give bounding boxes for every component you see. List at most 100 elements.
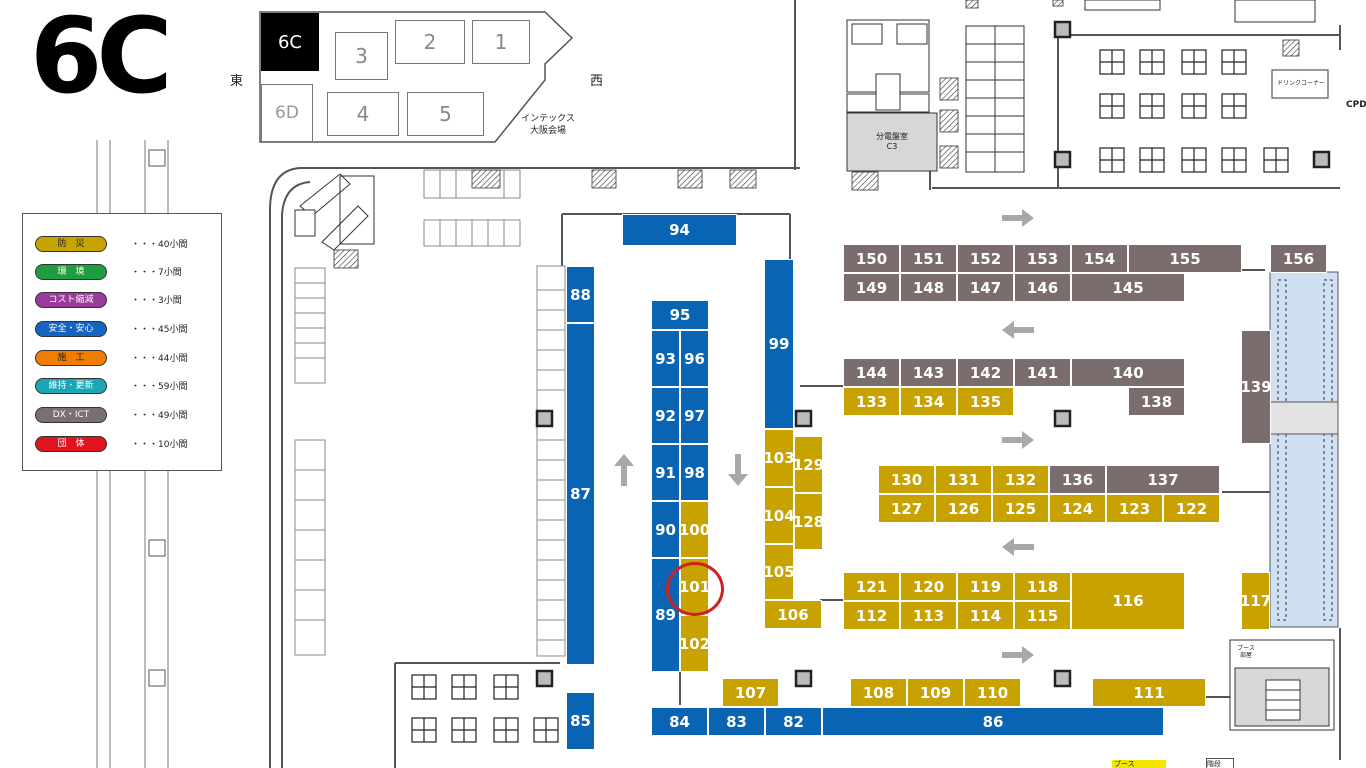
- booth-106[interactable]: 106: [764, 600, 822, 629]
- booth-87[interactable]: 87: [566, 323, 595, 665]
- booth-138[interactable]: 138: [1128, 387, 1185, 416]
- booth-94[interactable]: 94: [622, 214, 737, 246]
- booth-146[interactable]: 146: [1014, 273, 1071, 302]
- category-legend: 防 災 ・・・40小間 環 境 ・・・7小間 コスト縮減 ・・・3小間 安全・安…: [22, 213, 222, 471]
- arrow-left-icon: [1002, 538, 1034, 556]
- hall-3[interactable]: 3: [335, 32, 388, 80]
- booth-122[interactable]: 122: [1163, 494, 1220, 523]
- legend-swatch: コスト縮減: [35, 292, 107, 308]
- booth-155[interactable]: 155: [1128, 244, 1242, 273]
- arrow-right-icon: [1002, 431, 1034, 449]
- booth-119[interactable]: 119: [957, 572, 1014, 601]
- west-label: 西: [590, 74, 604, 89]
- booth-127[interactable]: 127: [878, 494, 935, 523]
- booth-132[interactable]: 132: [992, 465, 1049, 494]
- booth-116[interactable]: 116: [1071, 572, 1185, 630]
- booth-147[interactable]: 147: [957, 273, 1014, 302]
- booth-114[interactable]: 114: [957, 601, 1014, 630]
- booth-136[interactable]: 136: [1049, 465, 1106, 494]
- booth-92[interactable]: 92: [651, 387, 680, 444]
- booth-84[interactable]: 84: [651, 707, 708, 736]
- booth-104[interactable]: 104: [763, 487, 795, 544]
- booth-108[interactable]: 108: [850, 678, 907, 707]
- left-storage-grid: [294, 169, 566, 657]
- booth-86[interactable]: 86: [822, 707, 1164, 736]
- bottom-yellow-label: ブース: [1112, 760, 1166, 768]
- booth-97[interactable]: 97: [680, 387, 709, 444]
- booth-90[interactable]: 90: [651, 501, 680, 558]
- booth-112[interactable]: 112: [843, 601, 900, 630]
- booth-130[interactable]: 130: [878, 465, 935, 494]
- booth-121[interactable]: 121: [843, 572, 900, 601]
- booth-141[interactable]: 141: [1014, 358, 1071, 387]
- booth-134[interactable]: 134: [900, 387, 957, 416]
- booth-153[interactable]: 153: [1014, 244, 1071, 273]
- hall-1[interactable]: 1: [472, 20, 530, 64]
- venue-label: インテックス 大阪会場: [506, 113, 590, 137]
- booth-89[interactable]: 89: [651, 558, 680, 672]
- booth-139[interactable]: 139: [1240, 330, 1272, 444]
- booth-98[interactable]: 98: [680, 444, 709, 501]
- booth-148[interactable]: 148: [900, 273, 957, 302]
- booth-154[interactable]: 154: [1071, 244, 1128, 273]
- legend-swatch: DX・ICT: [35, 407, 107, 423]
- booth-137[interactable]: 137: [1106, 465, 1220, 494]
- booth-95[interactable]: 95: [651, 300, 709, 330]
- legend-item: 環 境 ・・・7小間: [23, 263, 223, 281]
- booth-115[interactable]: 115: [1014, 601, 1071, 630]
- hall-2[interactable]: 2: [395, 20, 465, 64]
- booth-156[interactable]: 156: [1270, 244, 1327, 273]
- hall-4[interactable]: 4: [327, 92, 399, 136]
- booth-152[interactable]: 152: [957, 244, 1014, 273]
- booth-135[interactable]: 135: [957, 387, 1014, 416]
- booth-129[interactable]: 129: [793, 436, 824, 493]
- booth-125[interactable]: 125: [992, 494, 1049, 523]
- booth-124[interactable]: 124: [1049, 494, 1106, 523]
- legend-swatch: 団 体: [35, 436, 107, 452]
- booth-109[interactable]: 109: [907, 678, 964, 707]
- booth-93[interactable]: 93: [651, 330, 680, 387]
- booth-145[interactable]: 145: [1071, 273, 1185, 302]
- booth-140[interactable]: 140: [1071, 358, 1185, 387]
- legend-item: 防 災 ・・・40小間: [23, 235, 223, 253]
- booth-113[interactable]: 113: [900, 601, 957, 630]
- hall-6c[interactable]: 6C: [261, 13, 319, 71]
- booth-105[interactable]: 105: [763, 544, 795, 600]
- booth-107[interactable]: 107: [722, 678, 779, 707]
- booth-110[interactable]: 110: [964, 678, 1021, 707]
- booth-82[interactable]: 82: [765, 707, 822, 736]
- booth-123[interactable]: 123: [1106, 494, 1163, 523]
- booth-143[interactable]: 143: [900, 358, 957, 387]
- booth-83[interactable]: 83: [708, 707, 765, 736]
- booth-99[interactable]: 99: [764, 259, 794, 429]
- booth-91[interactable]: 91: [651, 444, 680, 501]
- booth-103[interactable]: 103: [763, 429, 795, 487]
- booth-128[interactable]: 128: [793, 493, 824, 550]
- booth-150[interactable]: 150: [843, 244, 900, 273]
- booth-88[interactable]: 88: [566, 266, 595, 323]
- legend-count: ・・・59小間: [131, 382, 188, 392]
- legend-item: コスト縮減 ・・・3小間: [23, 291, 223, 309]
- booth-96[interactable]: 96: [680, 330, 709, 387]
- booth-117[interactable]: 117: [1240, 572, 1271, 630]
- booth-133[interactable]: 133: [843, 387, 900, 416]
- hall-6d[interactable]: 6D: [261, 84, 313, 142]
- venue-line-1: インテックス: [521, 114, 575, 124]
- booth-120[interactable]: 120: [900, 572, 957, 601]
- booth-131[interactable]: 131: [935, 465, 992, 494]
- booth-100[interactable]: 100: [679, 501, 710, 558]
- booth-142[interactable]: 142: [957, 358, 1014, 387]
- booth-111[interactable]: 111: [1092, 678, 1206, 707]
- booth-126[interactable]: 126: [935, 494, 992, 523]
- legend-count: ・・・10小間: [131, 440, 188, 450]
- booth-151[interactable]: 151: [900, 244, 957, 273]
- hall-5[interactable]: 5: [407, 92, 484, 136]
- booth-149[interactable]: 149: [843, 273, 900, 302]
- booth-102[interactable]: 102: [679, 615, 710, 672]
- arrow-up-icon: [614, 454, 634, 486]
- arrow-right-icon: [1002, 646, 1034, 664]
- booth-144[interactable]: 144: [843, 358, 900, 387]
- booth-118[interactable]: 118: [1014, 572, 1071, 601]
- booth-85[interactable]: 85: [566, 692, 595, 750]
